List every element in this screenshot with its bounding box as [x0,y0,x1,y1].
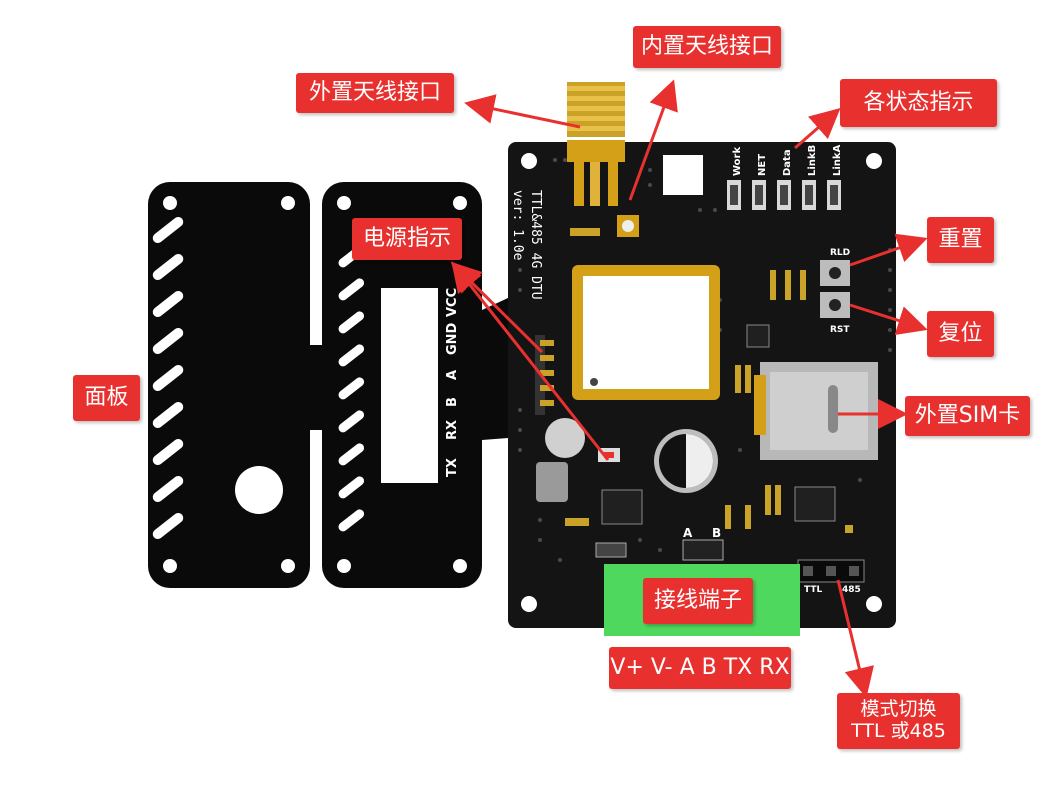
button-label-rst: RST [830,325,850,335]
led-label-work: Work [732,147,743,176]
4g-module [572,265,720,400]
ic-chip-2 [794,486,836,522]
panel-plate-left [148,182,310,588]
callout-terminal-block: 接线端子 [643,578,753,624]
panel-label-tx: TX [445,458,460,477]
sim-holder [754,362,878,460]
panel-label-b: B [445,397,460,407]
pcb-white-pad [663,155,703,195]
switch-label-485: 485 [842,585,861,595]
callout-status-indicators: 各状态指示 [840,79,997,127]
callout-internal-antenna: 内置天线接口 [633,26,781,68]
panel-label-gnd: GND [445,322,460,355]
pcb-board: TTL&485 4G DTU ver: 1.0e [508,82,896,636]
mode-switch-line1: 模式切换 [860,698,937,721]
button-label-rld: RLD [830,248,850,258]
pcb-label-b: B [712,526,721,540]
callout-sim-card: 外置SIM卡 [905,396,1030,436]
inductor [536,462,568,502]
ic-chip-1 [601,489,643,525]
led-label-data: Data [782,149,793,176]
callout-arrows [450,79,928,698]
mode-switch-header [797,559,865,583]
reload-button-part [820,260,850,286]
panel-label-rx: RX [445,420,460,440]
callout-reset: 复位 [927,311,994,357]
panel-label-a: A [445,370,460,380]
callout-terminal-pins: V+ V- A B TX RX [609,647,791,689]
pcb-label-a: A [683,526,693,540]
panel-plate-right: VCC GND A B RX TX [322,182,482,588]
panel-window [381,288,438,483]
switch-label-ttl: TTL [804,585,822,595]
status-leds [727,180,841,210]
callout-power-indicator: 电源指示 [352,218,462,260]
pcb-version-line2: ver: 1.0e [510,190,525,261]
mode-switch-line2: TTL 或485 [851,720,946,742]
callout-external-antenna: 外置天线接口 [296,73,454,113]
callout-reload: 重置 [927,217,994,263]
led-label-linkb: LinkB [807,145,818,176]
callout-panel: 面板 [73,375,140,421]
pcb-version-line1: TTL&485 4G DTU [528,190,543,300]
led-label-net: NET [757,154,768,176]
led-label-linka: LinkA [832,144,843,176]
callout-mode-switch: 模式切换 TTL 或485 [837,693,960,749]
panel-label-vcc: VCC [445,288,460,317]
reset-button-part [820,292,850,318]
diode [682,539,724,561]
sma-connector [567,82,625,206]
panel-hole [235,466,283,514]
